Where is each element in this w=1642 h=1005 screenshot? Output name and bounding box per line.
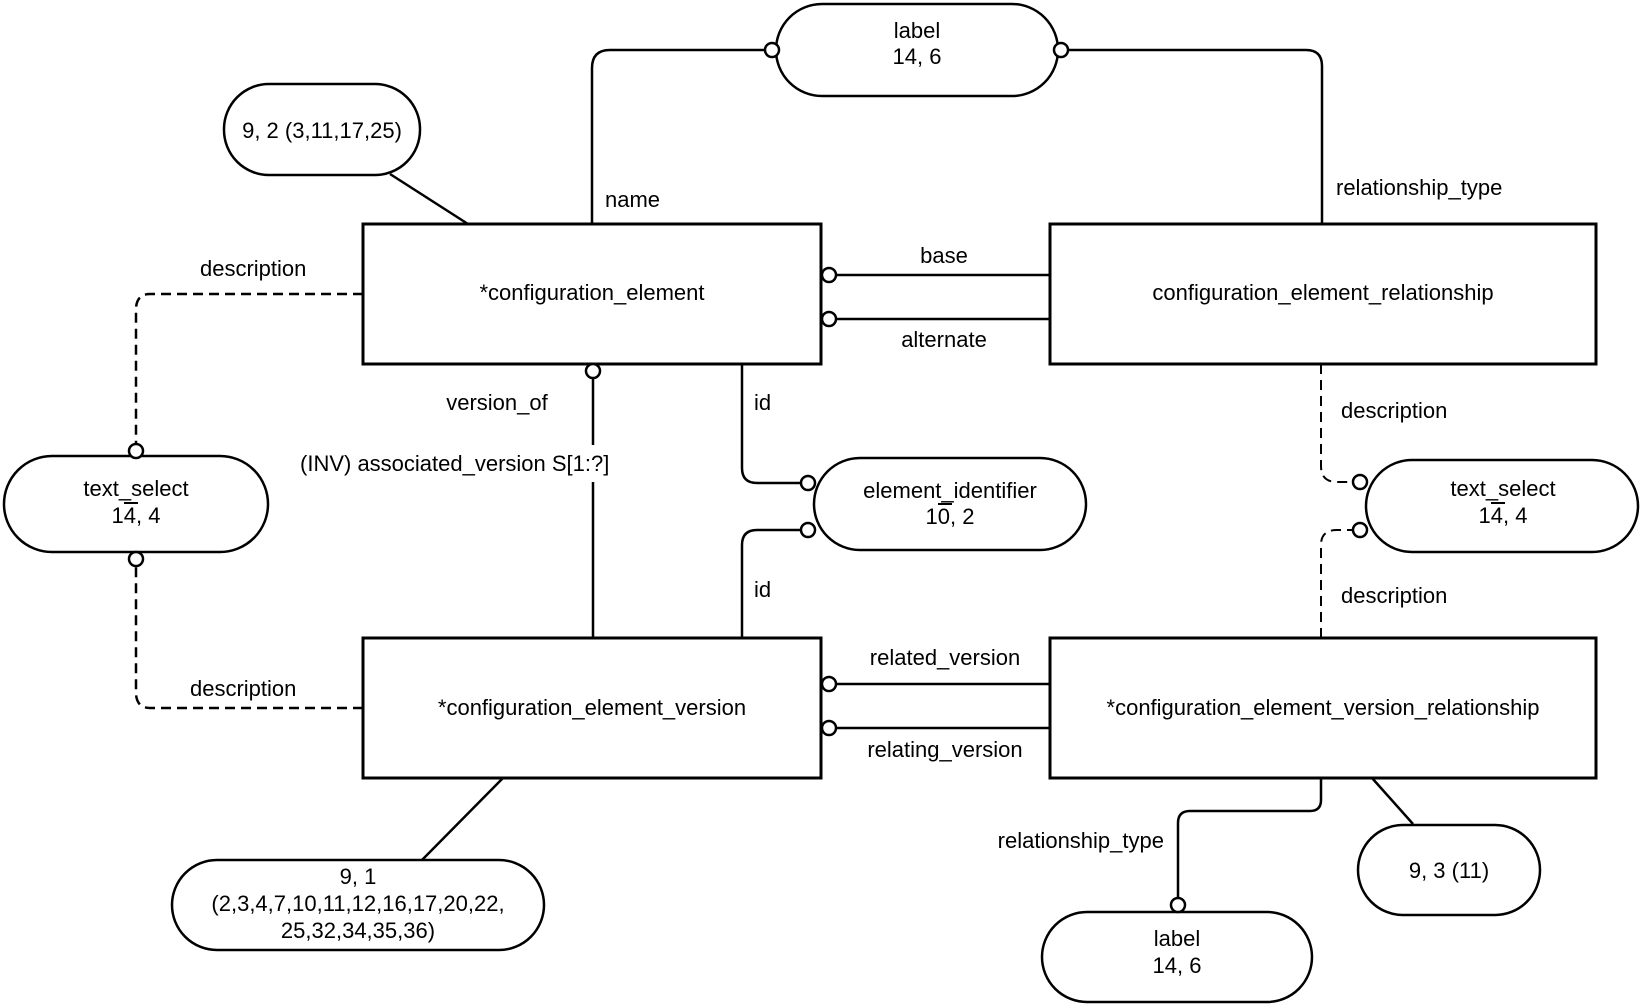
entity-label: *configuration_element_version_relations… — [1107, 695, 1540, 720]
type-name: text_select — [1450, 476, 1555, 501]
page-ref-line: 9, 1 — [340, 864, 377, 889]
relation-end-circle — [1052, 41, 1070, 59]
attr-id-top-label: id — [754, 390, 771, 415]
attr-relationship-type-bottom-label: relationship_type — [998, 828, 1164, 853]
page-ref-line: (2,3,4,7,10,11,12,16,17,20,22, — [211, 891, 504, 916]
type-element-identifier[interactable]: element_identifier 10, 2 — [812, 456, 1088, 552]
attr-name-label: name — [605, 187, 660, 212]
page-ref-configuration-element-version[interactable]: 9, 1 (2,3,4,7,10,11,12,16,17,20,22, 25,3… — [170, 858, 546, 952]
description-ce-line — [134, 292, 363, 445]
description-cer-line — [1320, 364, 1353, 483]
relation-end-circle — [763, 41, 781, 59]
attr-description-ce-label: description — [200, 256, 306, 281]
type-name: label — [1154, 926, 1200, 951]
type-ref: 14, 4 — [112, 503, 161, 528]
attr-inverse-label: (INV) associated_version S[1:?] — [300, 451, 609, 476]
page-ref-text: 9, 3 (11) — [1409, 858, 1489, 883]
type-ref: 14, 4 — [1479, 503, 1528, 528]
relationship-type-bottom-line — [1176, 778, 1323, 898]
relation-end-circle — [1351, 473, 1369, 491]
name-relation-line — [590, 48, 766, 224]
relation-end-circle — [1169, 896, 1187, 914]
description-cev-line — [134, 566, 363, 710]
relation-end-circle — [820, 719, 838, 737]
attr-version-of-label: version_of — [446, 390, 548, 415]
relation-end-circle — [127, 442, 145, 460]
relation-end-circle — [584, 362, 602, 380]
cevr-page-ref-line — [1371, 777, 1414, 825]
entity-configuration-element-version-relationship[interactable]: *configuration_element_version_relations… — [1048, 636, 1598, 780]
relation-end-circle — [1351, 521, 1369, 539]
type-label-top[interactable]: label 14, 6 — [774, 2, 1060, 98]
entity-configuration-element-relationship[interactable]: configuration_element_relationship — [1048, 222, 1598, 366]
type-name: text_select — [83, 476, 188, 501]
relation-end-circle — [127, 550, 145, 568]
entity-label: configuration_element_relationship — [1152, 280, 1493, 305]
attr-description-cevr-label: description — [1341, 583, 1447, 608]
attr-relationship-type-top-label: relationship_type — [1336, 175, 1502, 200]
relationship-type-top-line — [1068, 48, 1324, 224]
type-ref: 14, 6 — [893, 44, 942, 69]
type-ref: 10, 2 — [926, 504, 975, 529]
entity-label: *configuration_element_version — [438, 695, 746, 720]
page-ref-text: 9, 2 (3,11,17,25) — [242, 118, 402, 143]
page-ref-configuration-element[interactable]: 9, 2 (3,11,17,25) — [222, 82, 422, 177]
attr-description-cer-label: description — [1341, 398, 1447, 423]
attr-relating-version-label: relating_version — [867, 737, 1022, 762]
relation-end-circle — [799, 521, 817, 539]
entity-configuration-element[interactable]: *configuration_element — [361, 222, 823, 366]
attr-related-version-label: related_version — [870, 645, 1020, 670]
relation-end-circle — [820, 310, 838, 328]
type-name: label — [894, 18, 940, 43]
attr-alternate-label: alternate — [901, 327, 987, 352]
description-cevr-line — [1320, 529, 1353, 638]
page-ref-line: 25,32,34,35,36) — [281, 918, 435, 943]
type-ref: 14, 6 — [1153, 953, 1202, 978]
relation-end-circle — [820, 675, 838, 693]
entity-configuration-element-version[interactable]: *configuration_element_version — [361, 636, 823, 780]
relation-end-circle — [799, 474, 817, 492]
relation-end-circle — [820, 266, 838, 284]
ce-page-ref-line — [389, 172, 469, 226]
id-bottom-line — [740, 528, 801, 638]
cev-page-ref-line — [421, 777, 504, 861]
type-text-select-right[interactable]: text_select 14, 4 — [1364, 458, 1640, 554]
attr-base-label: base — [920, 243, 968, 268]
type-name: element_identifier — [863, 478, 1037, 503]
page-ref-configuration-element-version-relationship[interactable]: 9, 3 (11) — [1356, 823, 1542, 917]
attr-description-cev-label: description — [190, 676, 296, 701]
type-text-select-left[interactable]: text_select 14, 4 — [2, 454, 270, 554]
attr-id-bottom-label: id — [754, 577, 771, 602]
id-top-line — [740, 364, 801, 485]
type-label-bottom[interactable]: label 14, 6 — [1040, 910, 1314, 1004]
entity-label: *configuration_element — [479, 280, 704, 305]
